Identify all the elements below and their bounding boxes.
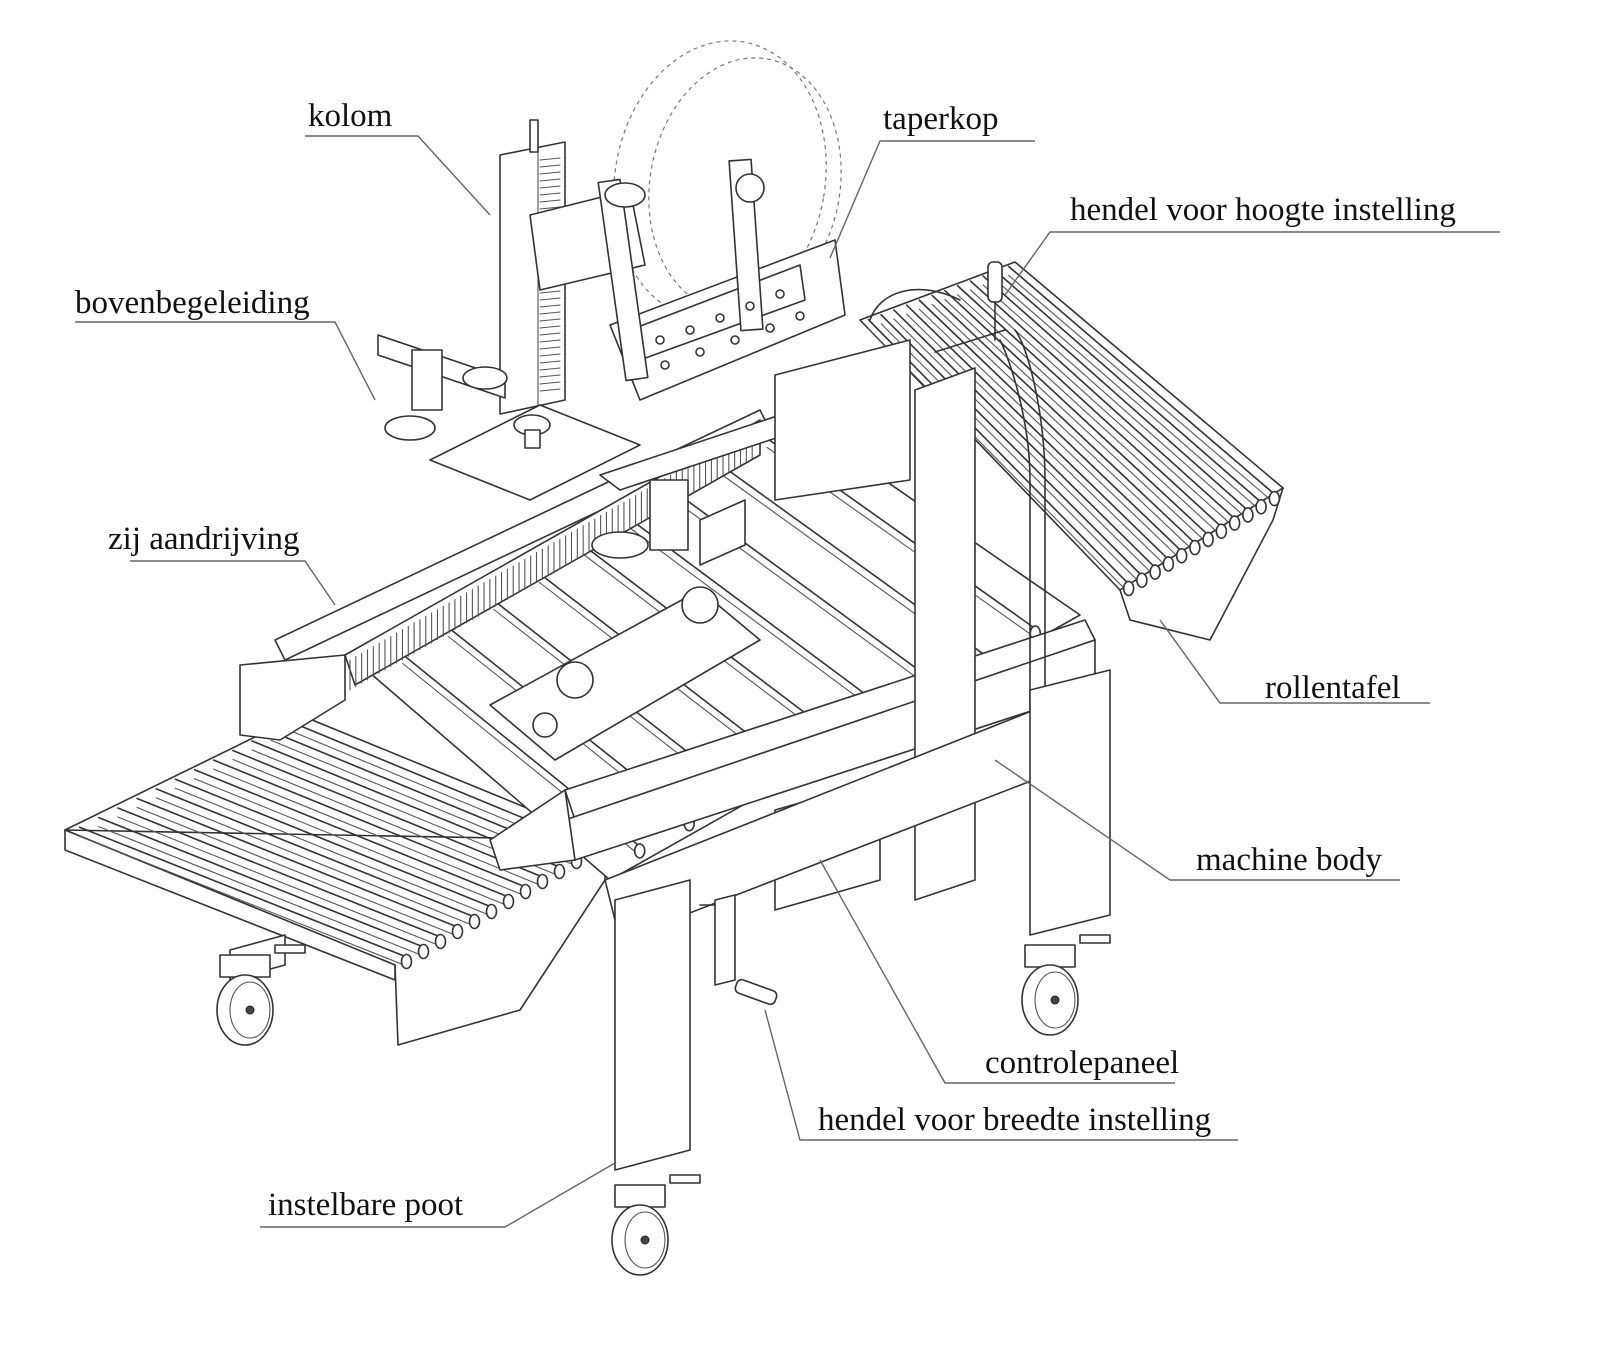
legs (229, 669, 1111, 1171)
taping-head (529, 158, 846, 401)
label-taperkop: taperkop (883, 101, 998, 137)
rack-tooth (539, 311, 561, 315)
machine-illustration (64, 40, 1284, 1276)
infeed-roller (232, 749, 549, 890)
head-hole (775, 289, 785, 299)
label-machine-body: machine body (1196, 842, 1383, 878)
leader-machine-body (994, 759, 1400, 881)
label-kolom: kolom (308, 98, 393, 134)
infeed-roller (212, 759, 532, 900)
caster-wheel (1021, 934, 1111, 1036)
infeed-roller (97, 816, 430, 960)
outfeed-roller (1007, 265, 1281, 507)
rack-tooth (539, 178, 561, 182)
infeed-roller-table (64, 714, 606, 1046)
head-hole (745, 301, 755, 311)
rack-tooth (539, 374, 561, 378)
label-instelbare-poot: instelbare poot (268, 1187, 463, 1223)
rack-tooth (539, 304, 561, 308)
label-hendel-breedte: hendel voor breedte instelling (818, 1102, 1211, 1138)
rack-tooth (539, 325, 561, 329)
infeed-roller (193, 768, 515, 910)
top-guide (377, 334, 641, 501)
right-guide (591, 409, 816, 566)
outfeed-roller-table (859, 261, 1284, 641)
rack-tooth (539, 353, 561, 357)
outfeed-roller (893, 309, 1161, 580)
bottom-tape-unit (489, 586, 761, 761)
rack-tooth (539, 318, 561, 322)
outfeed-roller (931, 294, 1201, 556)
head-hole (655, 335, 665, 345)
rack-tooth (539, 192, 561, 196)
infeed-roller (136, 797, 464, 940)
label-rollentafel: rollentafel (1265, 670, 1401, 706)
leader-hendel-hoogte (1004, 231, 1500, 296)
head-hole (685, 325, 695, 335)
outfeed-roller (880, 313, 1148, 589)
infeed-roller (174, 778, 498, 920)
rack-tooth (539, 388, 561, 392)
rack-tooth (539, 367, 561, 371)
head-hole (695, 347, 705, 357)
rack-tooth (539, 339, 561, 343)
rack-tooth (539, 297, 561, 301)
leader-bovenbegeleiding (75, 321, 376, 401)
outfeed-roller (982, 275, 1254, 523)
head-hole (765, 323, 775, 333)
head-hole (715, 313, 725, 323)
callout-labels: kolom taperkop hendel voor hoogte instel… (75, 98, 1456, 1223)
infeed-roller (117, 807, 447, 950)
leader-rollentafel (1159, 619, 1430, 704)
leader-zij-aandrijving (130, 560, 336, 606)
height-handle (934, 261, 1006, 353)
label-bovenbegeleiding: bovenbegeleiding (75, 285, 310, 321)
rack-tooth (539, 171, 561, 175)
rack-tooth (539, 346, 561, 350)
rack-tooth (539, 290, 561, 294)
caster-wheel (216, 944, 306, 1046)
leader-lines (75, 135, 1500, 1228)
infeed-roller (155, 788, 481, 930)
rack-tooth (539, 164, 561, 168)
width-handle (699, 894, 778, 1006)
head-hole (660, 360, 670, 370)
label-zij-aandrijving: zij aandrijving (108, 521, 300, 557)
rack-tooth (539, 360, 561, 364)
head-hole (730, 335, 740, 345)
rack-tooth (539, 381, 561, 385)
head-hole (795, 311, 805, 321)
outfeed-roller (918, 299, 1188, 564)
caster-wheel (611, 1174, 701, 1276)
rack-tooth (539, 332, 561, 336)
leader-controlepaneel (819, 859, 1175, 1084)
label-controlepaneel: controlepaneel (985, 1045, 1179, 1081)
outfeed-roller (956, 284, 1228, 540)
outfeed-roller (995, 270, 1267, 515)
leader-taperkop (829, 140, 1035, 259)
rack-tooth (539, 157, 561, 161)
infeed-roller (78, 826, 413, 970)
leader-kolom (305, 135, 491, 216)
outfeed-roller (944, 289, 1214, 548)
leader-instelbare-poot (260, 1162, 616, 1228)
casters (216, 934, 1111, 1276)
rack-tooth (539, 185, 561, 189)
label-hendel-hoogte: hendel voor hoogte instelling (1070, 192, 1456, 228)
outfeed-roller (867, 318, 1135, 597)
rack-tooth (539, 206, 561, 210)
leader-hendel-breedte (764, 1009, 1238, 1141)
rack-tooth (539, 199, 561, 203)
